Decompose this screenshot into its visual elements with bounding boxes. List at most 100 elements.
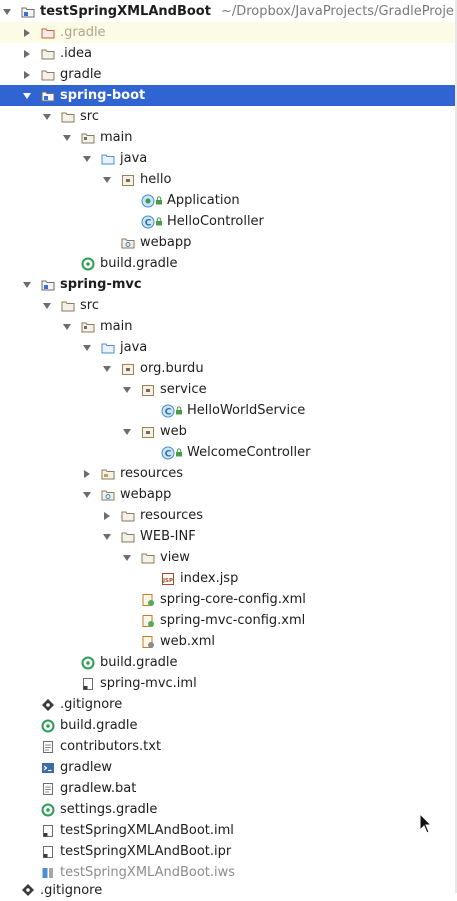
svg-text:C: C <box>165 449 172 459</box>
project-module-icon <box>21 5 35 19</box>
tree-row-label: spring-mvc-config.xml <box>160 613 306 628</box>
tree-row[interactable]: java <box>0 337 457 358</box>
tree-row-label: web <box>160 424 187 439</box>
tree-row[interactable]: webapp <box>0 484 457 505</box>
tree-row-label: main <box>100 319 133 334</box>
tree-row[interactable]: java <box>0 148 457 169</box>
tree-row[interactable]: WEB-INF <box>0 526 457 547</box>
tree-row[interactable]: testSpringXMLAndBoot.ipr <box>0 841 457 862</box>
expanded-arrow-icon[interactable] <box>102 175 112 185</box>
tree-row-label: java <box>120 340 148 355</box>
tree-row[interactable]: contributors.txt <box>0 736 457 757</box>
tree-row[interactable]: spring-mvc-config.xml <box>0 610 457 631</box>
expanded-arrow-icon[interactable] <box>22 91 32 101</box>
folder-excluded-icon <box>41 26 55 40</box>
expanded-arrow-icon[interactable] <box>122 427 132 437</box>
iws-file-icon <box>41 866 55 880</box>
tree-row[interactable]: web <box>0 421 457 442</box>
expanded-arrow-icon[interactable] <box>2 7 12 17</box>
tree-row[interactable]: web.xml <box>0 631 457 652</box>
tree-row[interactable]: spring-mvc.iml <box>0 673 457 694</box>
tree-row[interactable]: testSpringXMLAndBoot.iml <box>0 820 457 841</box>
tree-row[interactable]: build.gradle <box>0 715 457 736</box>
tree-row[interactable]: .gitignore <box>0 694 457 715</box>
iml-file-icon <box>41 845 55 859</box>
tree-row-label: spring-mvc <box>60 277 142 292</box>
expanded-arrow-icon[interactable] <box>102 364 112 374</box>
tree-row-label: WelcomeController <box>187 445 311 460</box>
collapsed-arrow-icon[interactable] <box>22 49 32 59</box>
tree-row-label: build.gradle <box>100 655 178 670</box>
tree-row[interactable]: resources <box>0 463 457 484</box>
expanded-arrow-icon[interactable] <box>102 532 112 542</box>
expanded-arrow-icon[interactable] <box>82 154 92 164</box>
tree-row[interactable]: gradle <box>0 64 457 85</box>
iml-file-icon <box>81 677 95 691</box>
tree-row[interactable]: resources <box>0 505 457 526</box>
tree-row-label: spring-mvc.iml <box>100 676 197 691</box>
tree-row[interactable]: main <box>0 316 457 337</box>
tree-scrollbar[interactable] <box>455 0 457 893</box>
tree-row[interactable]: .idea <box>0 43 457 64</box>
tree-row-label: testSpringXMLAndBoot.iml <box>60 823 234 838</box>
tree-row-label: settings.gradle <box>60 802 158 817</box>
collapsed-arrow-icon[interactable] <box>22 28 32 38</box>
tree-row[interactable]: testSpringXMLAndBoot ~/Dropbox/JavaProjec… <box>0 1 457 22</box>
tree-row[interactable]: settings.gradle <box>0 799 457 820</box>
tree-row[interactable]: org.burdu <box>0 358 457 379</box>
expanded-arrow-icon[interactable] <box>82 343 92 353</box>
expanded-arrow-icon[interactable] <box>42 301 52 311</box>
expanded-arrow-icon[interactable] <box>62 322 72 332</box>
java-class-icon: C <box>161 404 182 418</box>
tree-row[interactable]: Application <box>0 190 457 211</box>
tree-row[interactable]: service <box>0 379 457 400</box>
tree-row[interactable]: .gitignore <box>0 883 457 898</box>
tree-row[interactable]: main <box>0 127 457 148</box>
collapsed-arrow-icon[interactable] <box>22 70 32 80</box>
tree-row-label: webapp <box>120 487 172 502</box>
collapsed-arrow-icon[interactable] <box>82 469 92 479</box>
expanded-arrow-icon[interactable] <box>42 112 52 122</box>
tree-row-label: gradlew <box>60 760 113 775</box>
web-folder-icon <box>121 236 135 250</box>
tree-row[interactable]: JSP index.jsp <box>0 568 457 589</box>
tree-row[interactable]: spring-core-config.xml <box>0 589 457 610</box>
gradle-file-icon <box>81 257 95 271</box>
tree-row[interactable]: spring-boot <box>0 85 457 106</box>
folder-icon <box>121 530 135 544</box>
folder-icon <box>41 47 55 61</box>
tree-row[interactable]: view <box>0 547 457 568</box>
expanded-arrow-icon[interactable] <box>62 133 72 143</box>
project-path: ~/Dropbox/JavaProjects/GradleProje <box>220 4 454 19</box>
tree-row[interactable]: gradlew <box>0 757 457 778</box>
tree-row-label: Application <box>167 193 240 208</box>
tree-row[interactable]: build.gradle <box>0 652 457 673</box>
tree-row-label: gradlew.bat <box>60 781 137 796</box>
tree-row[interactable]: .gradle <box>0 22 457 43</box>
tree-row[interactable]: webapp <box>0 232 457 253</box>
tree-row-label: build.gradle <box>60 718 138 733</box>
expanded-arrow-icon[interactable] <box>122 385 132 395</box>
tree-row[interactable]: testSpringXMLAndBoot.iws <box>0 862 457 883</box>
shell-script-icon <box>41 761 55 775</box>
mouse-cursor-icon <box>419 813 433 834</box>
tree-row[interactable]: gradlew.bat <box>0 778 457 799</box>
jsp-file-icon: JSP <box>161 572 175 586</box>
web-xml-icon <box>141 635 155 649</box>
tree-row-label: index.jsp <box>180 571 239 586</box>
java-class-icon: C <box>161 446 182 460</box>
tree-row[interactable]: spring-mvc <box>0 274 457 295</box>
tree-row[interactable]: build.gradle <box>0 253 457 274</box>
expanded-arrow-icon[interactable] <box>122 553 132 563</box>
tree-row-label: testSpringXMLAndBoot <box>40 4 211 19</box>
tree-row[interactable]: src <box>0 295 457 316</box>
tree-row[interactable]: hello <box>0 169 457 190</box>
tree-row[interactable]: src <box>0 106 457 127</box>
expanded-arrow-icon[interactable] <box>22 280 32 290</box>
expanded-arrow-icon[interactable] <box>82 490 92 500</box>
tree-row[interactable]: C WelcomeController <box>0 442 457 463</box>
collapsed-arrow-icon[interactable] <box>102 511 112 521</box>
